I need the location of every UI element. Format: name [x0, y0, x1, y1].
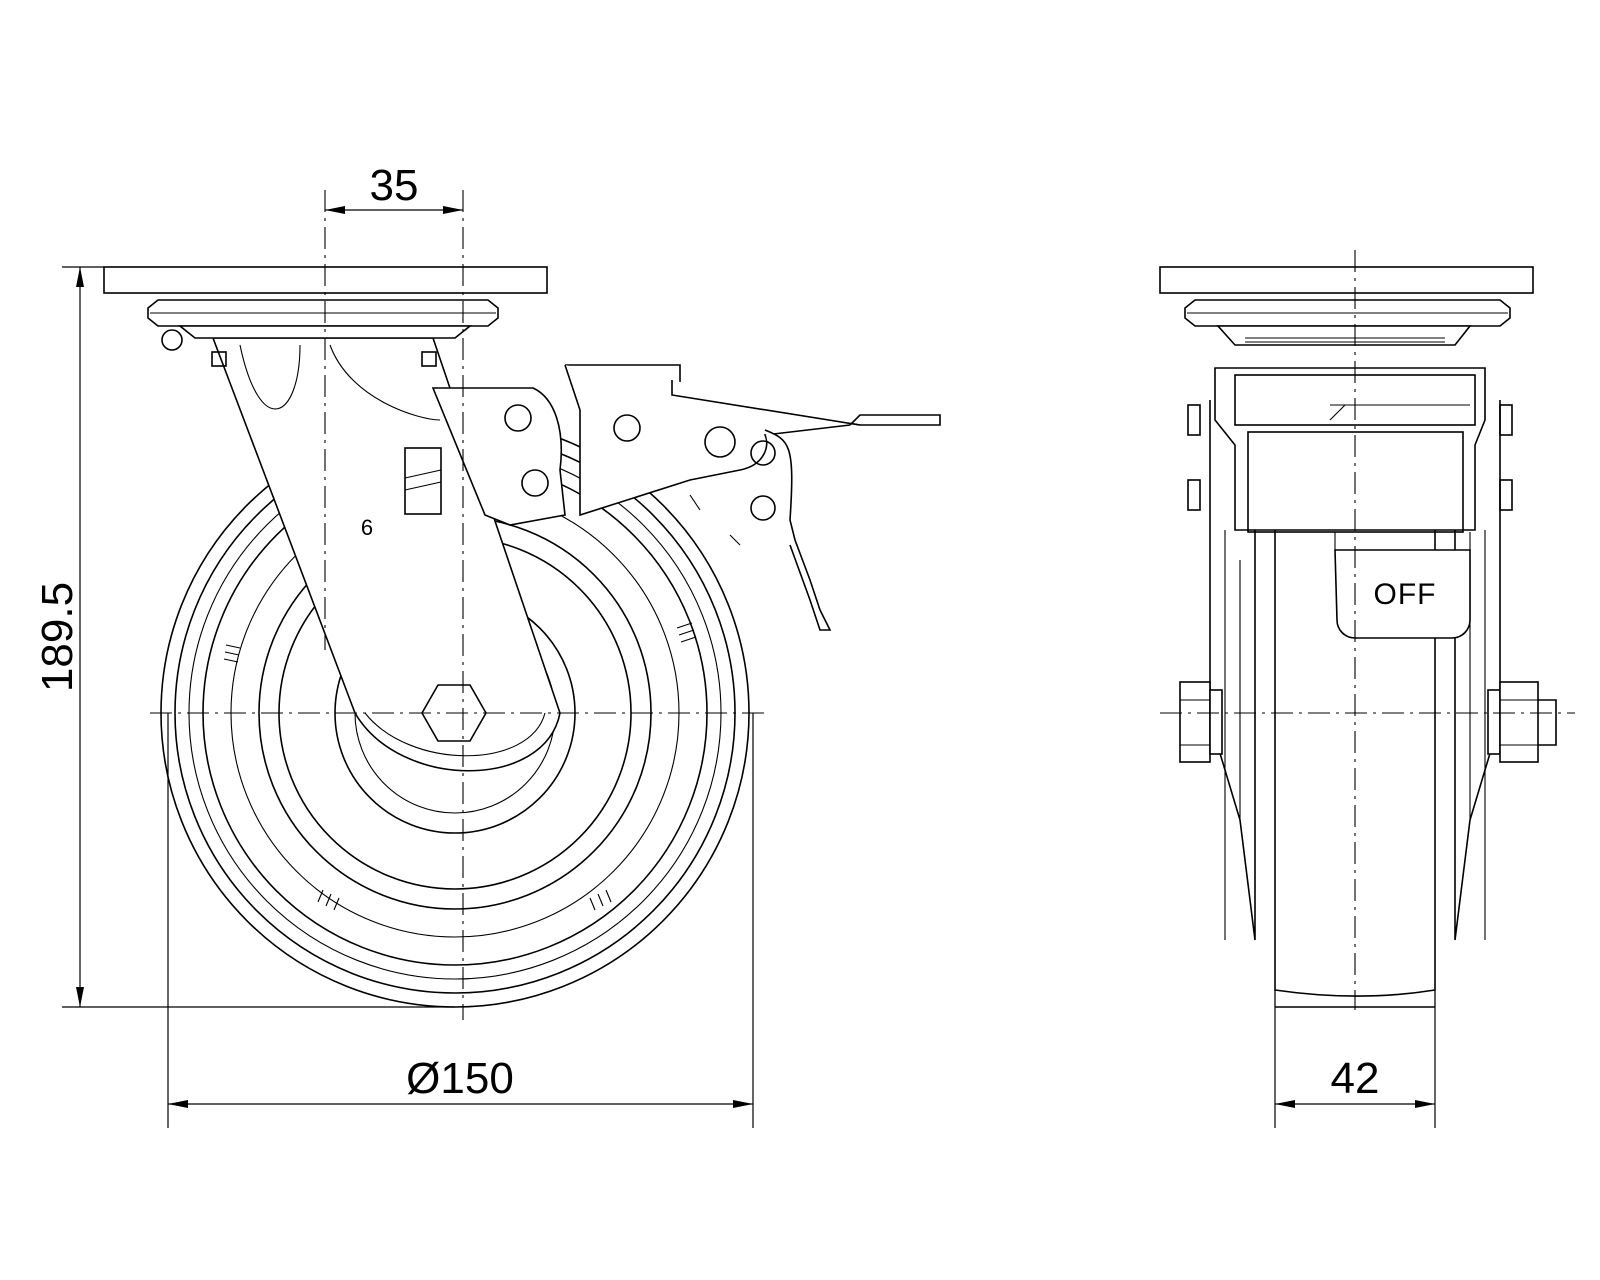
dimension-wheel-diameter: Ø150 [167, 713, 754, 1128]
bracket-mark: 6 [361, 515, 373, 540]
brake-assembly [431, 364, 941, 631]
dimension-offset: 35 [325, 161, 463, 214]
dimension-height: 189.5 [33, 266, 455, 1008]
swivel-fork [161, 329, 561, 772]
brake-state-label: OFF [1374, 578, 1437, 611]
axle-front [1179, 681, 1557, 763]
top-plate-front [1159, 266, 1534, 346]
dimension-wheel-width-label: 42 [1331, 1054, 1380, 1103]
dimension-height-label: 189.5 [33, 582, 82, 692]
front-view: OFF [1159, 250, 1575, 1010]
dimension-wheel-diameter-label: Ø150 [406, 1054, 514, 1103]
side-view: 6 [103, 190, 941, 1020]
dimension-offset-label: 35 [370, 161, 419, 210]
dimension-wheel-width: 42 [1274, 990, 1436, 1128]
wheel-front [1274, 530, 1436, 997]
brake-housing-front [1187, 367, 1513, 639]
